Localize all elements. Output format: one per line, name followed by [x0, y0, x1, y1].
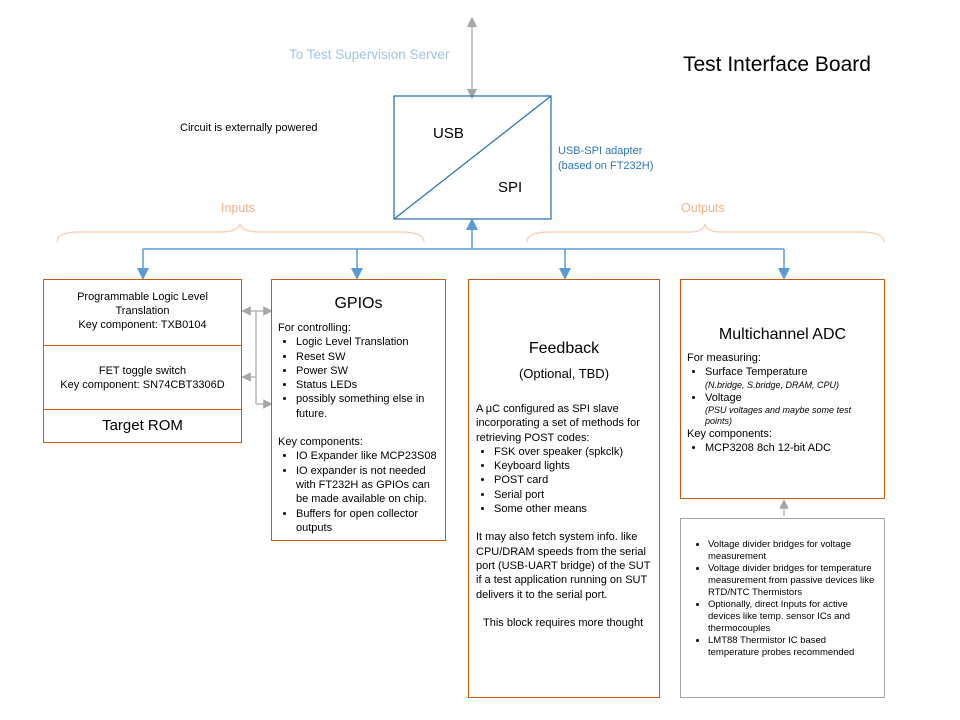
usb-label: USB [433, 125, 464, 142]
list-item: Status LEDs [296, 378, 439, 392]
feedback-box: Feedback (Optional, TBD) A μC configured… [468, 279, 660, 698]
sensing-list: Voltage divider bridges for voltage meas… [690, 539, 878, 659]
gpio-title: GPIOs [334, 295, 383, 312]
inputs-label: Inputs [221, 201, 256, 215]
adc-item1-sub: (N.bridge, S.bridge, DRAM, CPU) [705, 379, 840, 390]
inputs-brace [56, 223, 425, 243]
fet-switch-cell: FET toggle switch Key component: SN74CBT… [44, 364, 241, 392]
outputs-brace [526, 223, 885, 243]
adc-intro: For measuring: [687, 352, 761, 364]
list-item: LMT88 Thermistor IC based temperature pr… [708, 635, 878, 659]
adc-list: Surface Temperature [687, 365, 878, 379]
list-item: IO expander is not needed with FT232H as… [296, 464, 439, 507]
page-title: Test Interface Board [683, 53, 871, 76]
list-item: POST card [494, 473, 652, 487]
adc-title: Multichannel ADC [718, 326, 847, 343]
list-item: possibly something else in future. [296, 392, 439, 421]
feedback-title: Feedback [528, 340, 600, 357]
feedback-note: This block requires more thought [483, 616, 644, 629]
adc-box: Multichannel ADC For measuring: Surface … [680, 279, 885, 499]
gpio-list: Logic Level Translation Reset SW Power S… [278, 335, 439, 421]
level-line2: Translation [115, 305, 170, 317]
list-item: Buffers for open collector outputs [296, 507, 439, 536]
outputs-label: Outputs [681, 201, 725, 215]
adc-key-label: Key components: [687, 427, 772, 440]
divider [44, 409, 241, 410]
fet-line2: Key component: SN74CBT3306D [60, 379, 225, 391]
power-note: Circuit is externally powered [180, 122, 318, 134]
level-translation-cell: Programmable Logic Level Translation Key… [44, 290, 241, 332]
list-item: Voltage divider bridges for temperature … [708, 563, 878, 599]
gpio-key-list: IO Expander like MCP23S08 IO expander is… [278, 449, 439, 535]
list-item: MCP3208 8ch 12-bit ADC [705, 441, 878, 455]
list-item: FSK over speaker (spkclk) [494, 445, 652, 459]
adapter-note-line2: (based on FT232H) [558, 160, 654, 172]
adc-key-list: MCP3208 8ch 12-bit ADC [687, 441, 878, 455]
feedback-subtitle: (Optional, TBD) [518, 366, 610, 381]
list-item: Voltage [705, 391, 878, 405]
list-item: Optionally, direct Inputs for active dev… [708, 599, 878, 635]
adc-list: Voltage [687, 391, 878, 405]
list-item: Some other means [494, 502, 652, 516]
feedback-intro: A μC configured as SPI slave incorporati… [476, 403, 640, 444]
feedback-list: FSK over speaker (spkclk) Keyboard light… [476, 445, 652, 516]
gpio-key-label: Key components: [278, 436, 363, 449]
adc-item2-sub: (PSU voltages and maybe some test points… [705, 404, 852, 426]
divider [44, 345, 241, 346]
input-stack-box: Programmable Logic Level Translation Key… [43, 279, 242, 443]
list-item: Power SW [296, 364, 439, 378]
list-item: Keyboard lights [494, 459, 652, 473]
server-label: To Test Supervision Server [289, 47, 450, 62]
list-item: Logic Level Translation [296, 335, 439, 349]
list-item: Serial port [494, 488, 652, 502]
spi-label: SPI [498, 179, 523, 196]
list-item: Reset SW [296, 350, 439, 364]
sensing-box: Voltage divider bridges for voltage meas… [680, 518, 885, 698]
adapter-note: USB-SPI adapter (based on FT232H) [558, 144, 653, 174]
adapter-note-line1: USB-SPI adapter [558, 145, 643, 157]
level-line1: Programmable Logic Level [77, 291, 208, 303]
target-rom-cell: Target ROM [102, 417, 183, 434]
feedback-paragraph: It may also fetch system info. like CPU/… [476, 531, 651, 601]
list-item: Voltage divider bridges for voltage meas… [708, 539, 878, 563]
gpio-box: GPIOs For controlling: Logic Level Trans… [271, 279, 446, 541]
list-item: IO Expander like MCP23S08 [296, 449, 439, 463]
level-line3: Key component: TXB0104 [78, 319, 207, 331]
fet-line1: FET toggle switch [98, 365, 187, 377]
gpio-intro: For controlling: [278, 322, 351, 334]
list-item: Surface Temperature [705, 365, 878, 379]
